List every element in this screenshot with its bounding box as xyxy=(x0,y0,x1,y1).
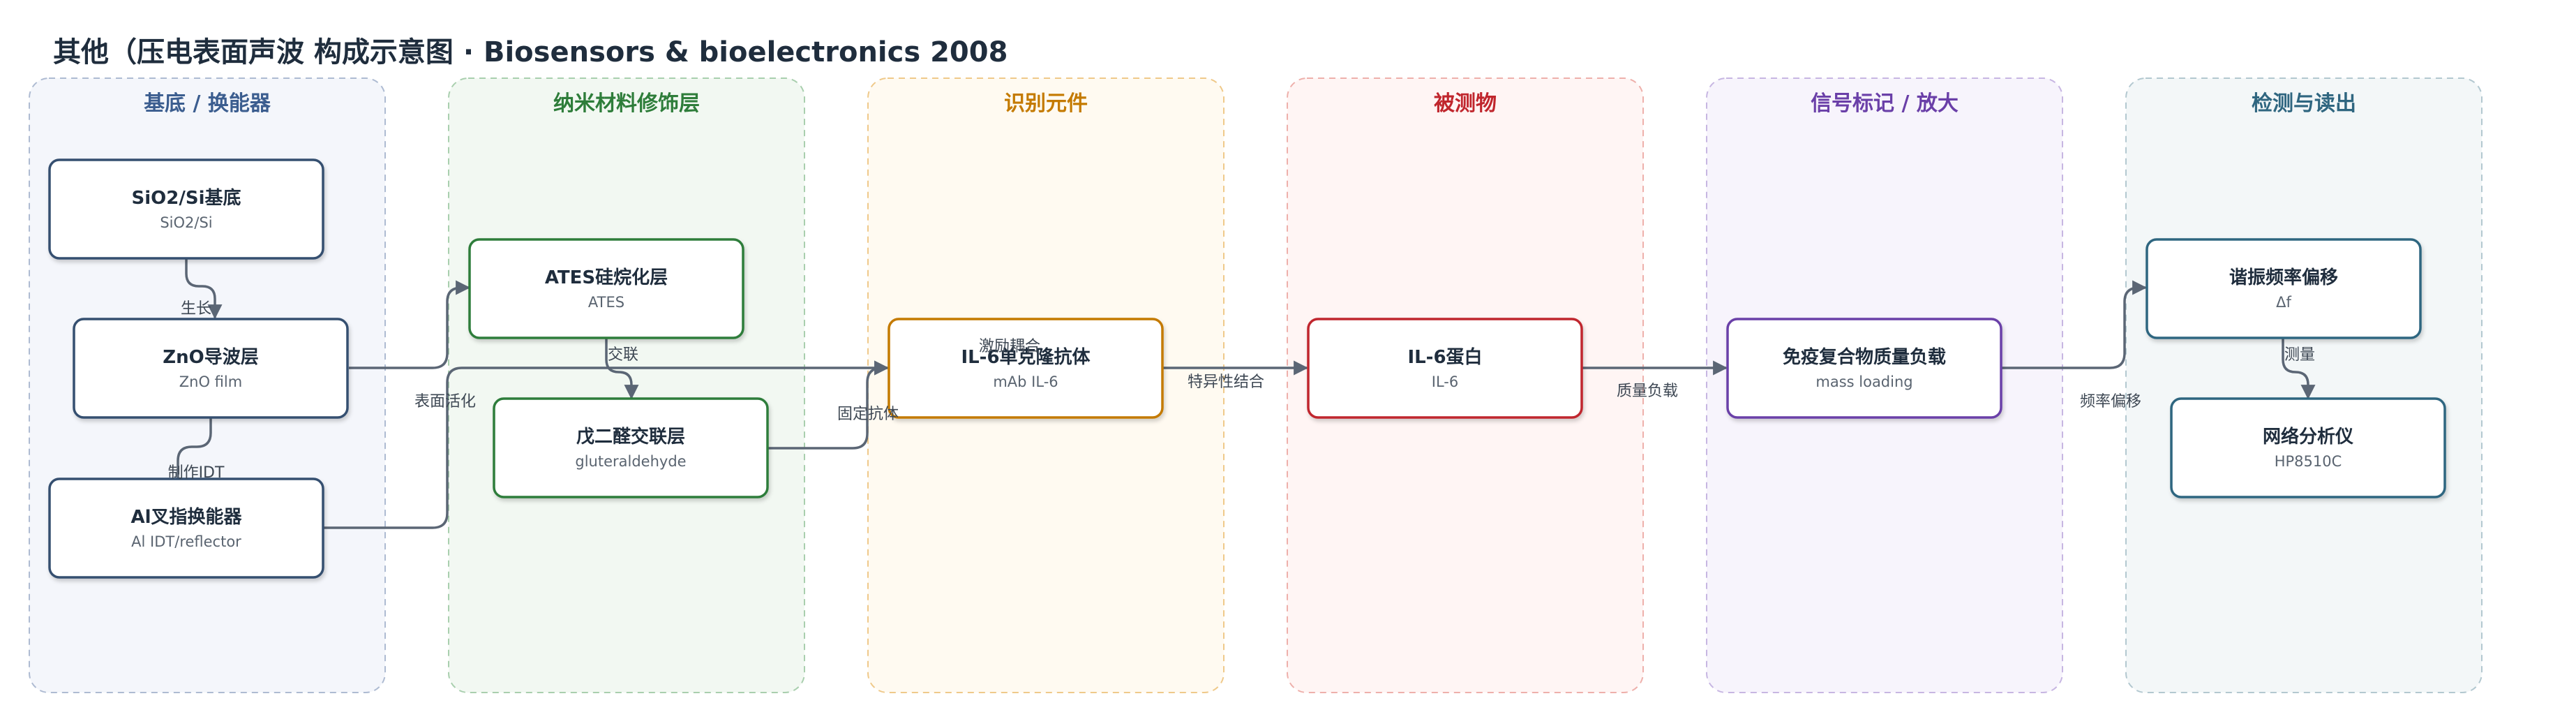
edge-label-fix-antibody: 固定抗体 xyxy=(837,406,899,423)
node-mass-loading-box xyxy=(1726,318,2002,419)
lane-readout: 检测与读出 xyxy=(2125,77,2483,693)
node-frequency-shift-sub: Δf xyxy=(2276,294,2291,311)
node-network-analyzer-box xyxy=(2170,397,2446,498)
node-sio2-substrate-title: SiO2/Si基底 xyxy=(132,187,241,209)
node-glutaraldehyde-layer-box xyxy=(493,397,769,498)
edge-label-measure: 测量 xyxy=(2284,346,2315,364)
node-glutaraldehyde-layer[interactable]: 戊二醛交联层 gluteraldehyde xyxy=(493,397,769,498)
edge-idt-mab xyxy=(323,360,890,529)
node-zno-layer-title: ZnO导波层 xyxy=(163,347,258,368)
node-ates-layer-box xyxy=(468,238,744,339)
node-zno-layer-sub: ZnO film xyxy=(179,373,242,390)
node-al-idt-sub: Al IDT/reflector xyxy=(131,533,241,550)
node-ates-layer-title: ATES硅烷化层 xyxy=(545,267,668,288)
node-il6-protein-box xyxy=(1307,318,1583,419)
edge-labels-layer: 生长 制作IDT 表面活化 交联 固定抗体 激励耦合 特异性结合 质量负载 频率… xyxy=(168,300,2315,482)
edge-label-surface-activation: 表面活化 xyxy=(414,393,476,410)
node-ates-layer[interactable]: ATES硅烷化层 ATES xyxy=(468,238,744,339)
node-mab-il6-box xyxy=(888,318,1164,419)
edge-label-specific-binding: 特异性结合 xyxy=(1188,373,1264,391)
node-al-idt-box xyxy=(48,478,324,579)
node-mass-loading-title: 免疫复合物质量负载 xyxy=(1783,346,1946,368)
node-mass-loading[interactable]: 免疫复合物质量负载 mass loading xyxy=(1726,318,2002,419)
node-network-analyzer-title: 网络分析仪 xyxy=(2263,426,2354,447)
lane-nanomaterial-box xyxy=(448,77,805,693)
node-mab-il6[interactable]: IL-6单克隆抗体 mAb IL-6 xyxy=(888,318,1164,419)
edge-label-mass-load: 质量负载 xyxy=(1617,383,1678,400)
node-il6-protein-title: IL-6蛋白 xyxy=(1407,346,1482,368)
node-sio2-substrate[interactable]: SiO2/Si基底 SiO2/Si xyxy=(48,158,324,260)
edge-sio2-zno xyxy=(185,258,223,320)
edge-zno-ates xyxy=(349,280,471,369)
page-title: 其他（压电表面声波 构成示意图 · Biosensors & bioelectr… xyxy=(53,36,1008,68)
node-network-analyzer[interactable]: 网络分析仪 HP8510C xyxy=(2170,397,2446,498)
node-glutaraldehyde-layer-sub: gluteraldehyde xyxy=(575,453,686,470)
edge-label-frequency-shift: 频率偏移 xyxy=(2080,393,2141,410)
node-al-idt[interactable]: Al叉指换能器 Al IDT/reflector xyxy=(48,478,324,579)
node-zno-layer[interactable]: ZnO导波层 ZnO film xyxy=(73,318,349,419)
lane-readout-title: 检测与读出 xyxy=(2252,91,2356,116)
edge-label-make-idt: 制作IDT xyxy=(168,464,225,482)
edge-freq-hp xyxy=(2282,339,2316,400)
node-mab-il6-sub: mAb IL-6 xyxy=(993,373,1058,390)
edge-glut-mab xyxy=(767,360,890,450)
edge-mass-freq xyxy=(2001,280,2148,369)
node-glutaraldehyde-layer-title: 戊二醛交联层 xyxy=(576,426,685,447)
lane-readout-box xyxy=(2125,77,2483,693)
lane-substrate-title: 基底 / 换能器 xyxy=(144,91,271,116)
node-al-idt-title: Al叉指换能器 xyxy=(130,506,242,528)
lane-signal-title: 信号标记 / 放大 xyxy=(1811,91,1959,116)
node-sio2-substrate-box xyxy=(48,158,324,260)
node-il6-protein-sub: IL-6 xyxy=(1432,373,1458,390)
node-mass-loading-sub: mass loading xyxy=(1815,373,1912,390)
edge-ates-glut xyxy=(605,339,639,400)
edge-label-crosslink: 交联 xyxy=(608,346,638,364)
node-frequency-shift[interactable]: 谐振频率偏移 Δf xyxy=(2146,238,2422,339)
node-frequency-shift-box xyxy=(2146,238,2422,339)
edge-label-grow: 生长 xyxy=(181,300,211,318)
node-sio2-substrate-sub: SiO2/Si xyxy=(160,214,212,231)
node-ates-layer-sub: ATES xyxy=(588,294,624,311)
lane-nanomaterial-title: 纳米材料修饰层 xyxy=(553,91,700,116)
nodes-layer: SiO2/Si基底 SiO2/Si ZnO导波层 ZnO film Al叉指换能… xyxy=(48,158,2446,579)
node-mab-il6-title: IL-6单克隆抗体 xyxy=(961,346,1091,368)
lane-analyte-title: 被测物 xyxy=(1434,91,1497,116)
edge-label-coupling: 激励耦合 xyxy=(979,338,1040,355)
node-il6-protein[interactable]: IL-6蛋白 IL-6 xyxy=(1307,318,1583,419)
lane-recognition-title: 识别元件 xyxy=(1004,91,1088,116)
node-frequency-shift-title: 谐振频率偏移 xyxy=(2229,267,2338,288)
node-network-analyzer-sub: HP8510C xyxy=(2275,453,2342,470)
lane-nanomaterial: 纳米材料修饰层 xyxy=(448,77,805,693)
edge-zno-idt xyxy=(177,417,212,479)
edges-layer xyxy=(177,258,2316,529)
node-zno-layer-box xyxy=(73,318,349,419)
